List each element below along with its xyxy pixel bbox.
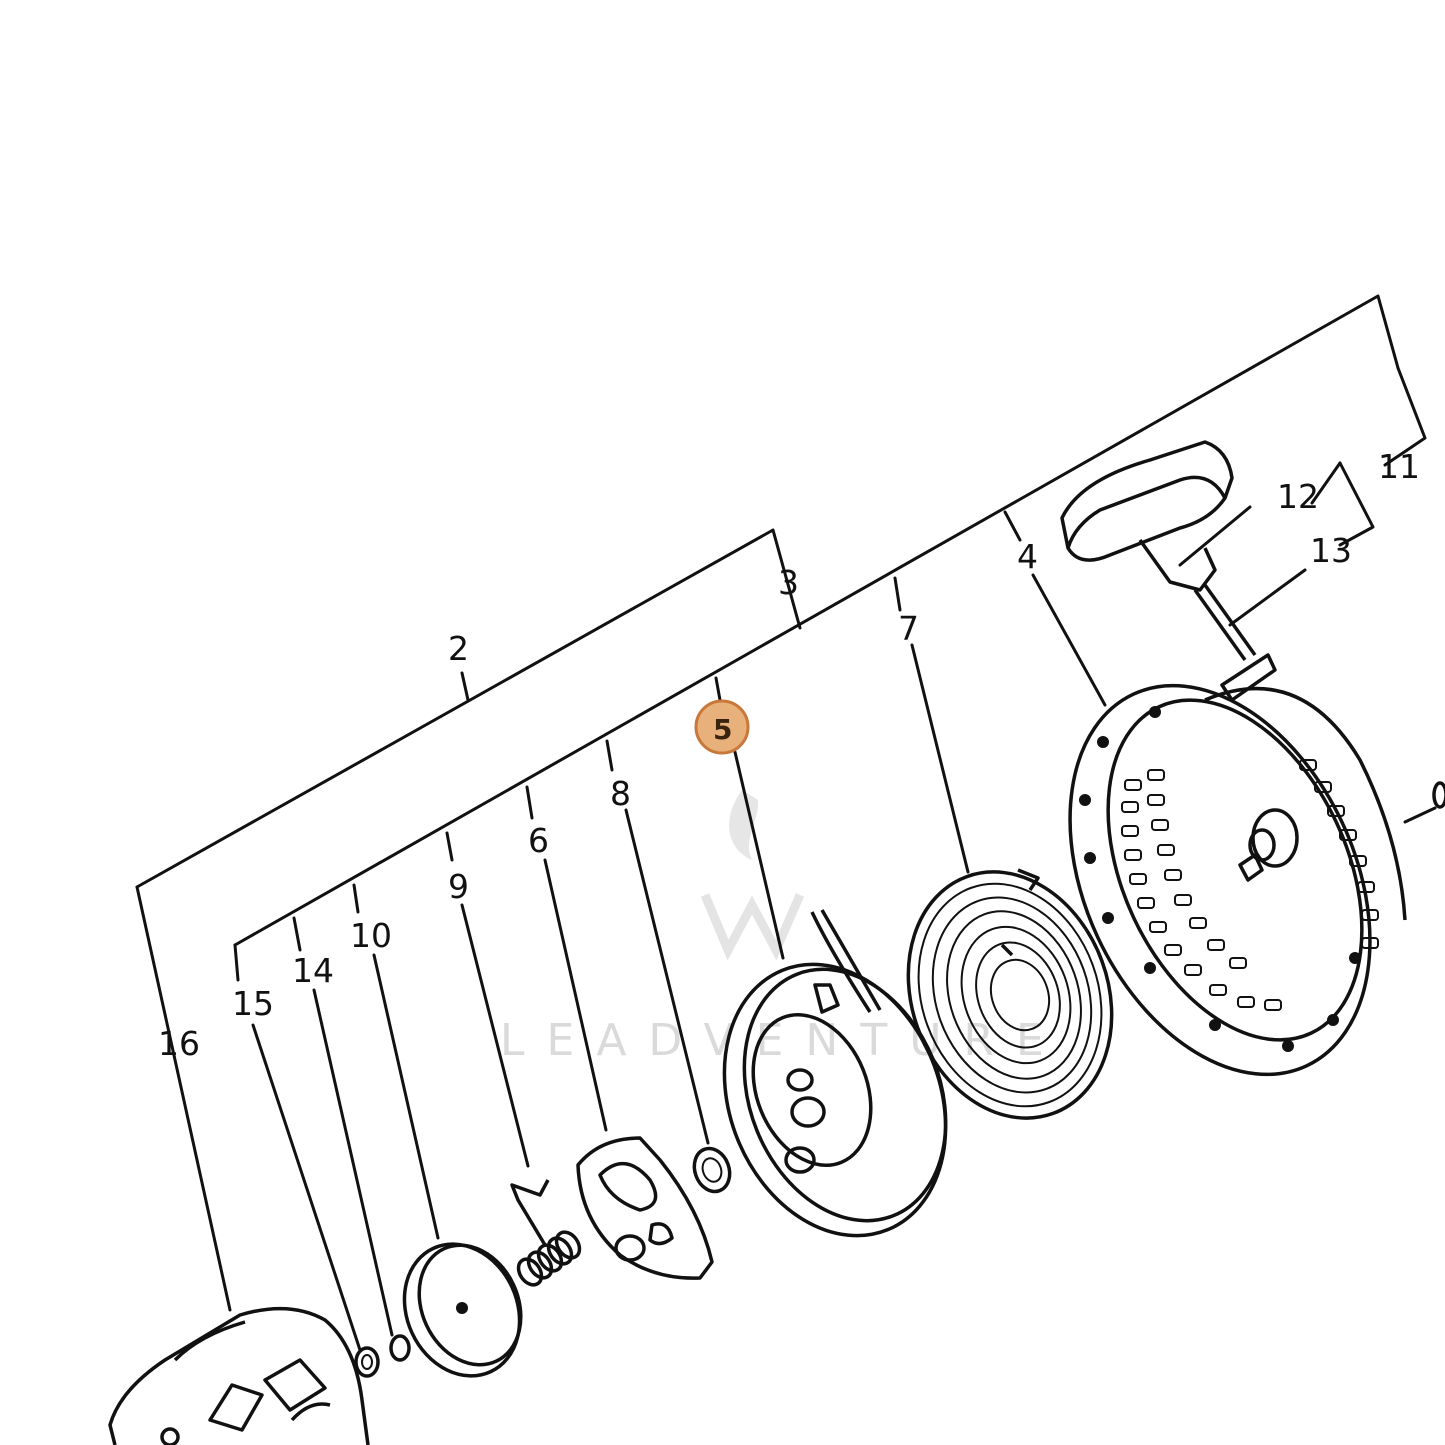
highlight-circle — [694, 699, 750, 755]
callout-13: 13 — [1310, 531, 1352, 570]
part-14-clip — [389, 1334, 411, 1362]
callout-labels: 2 3 4 5 6 7 8 9 10 11 12 13 14 15 16 — [158, 447, 1420, 1063]
housing-vent-slots — [1121, 759, 1379, 1011]
callout-2: 2 — [448, 629, 469, 668]
callout-14: 14 — [292, 951, 334, 990]
callout-10: 10 — [350, 916, 392, 955]
watermark: LEADVENTURE — [500, 790, 1044, 1066]
part-13-starter-rope — [1193, 583, 1257, 662]
part-10-disc — [402, 1242, 523, 1378]
part-4-starter-housing — [1068, 653, 1445, 1077]
part-15-nut — [354, 1346, 380, 1378]
callout-5-highlight: 5 — [694, 699, 750, 755]
part-9-spring — [510, 1179, 582, 1287]
part-6-ratchet-plate — [576, 1136, 714, 1280]
callout-6: 6 — [528, 821, 549, 860]
leader-lines — [135, 294, 1437, 1352]
callout-12: 12 — [1277, 477, 1319, 516]
callout-5: 5 — [713, 713, 732, 746]
part-5-rope-reel — [722, 909, 948, 1238]
part-16-pulley-cover — [108, 1306, 370, 1445]
watermark-flame-icon — [729, 790, 759, 860]
callout-16: 16 — [158, 1024, 200, 1063]
callout-7: 7 — [898, 609, 919, 648]
part-7-recoil-spring — [906, 868, 1114, 1120]
callout-3: 3 — [778, 563, 799, 602]
callout-9: 9 — [448, 867, 469, 906]
callout-8: 8 — [610, 774, 631, 813]
callout-4: 4 — [1017, 537, 1038, 576]
part-12-starter-handle — [1060, 440, 1234, 592]
part-8-washer — [692, 1146, 732, 1194]
callout-11: 11 — [1378, 447, 1420, 486]
watermark-logo-icon — [700, 893, 805, 961]
callout-15: 15 — [232, 984, 274, 1023]
